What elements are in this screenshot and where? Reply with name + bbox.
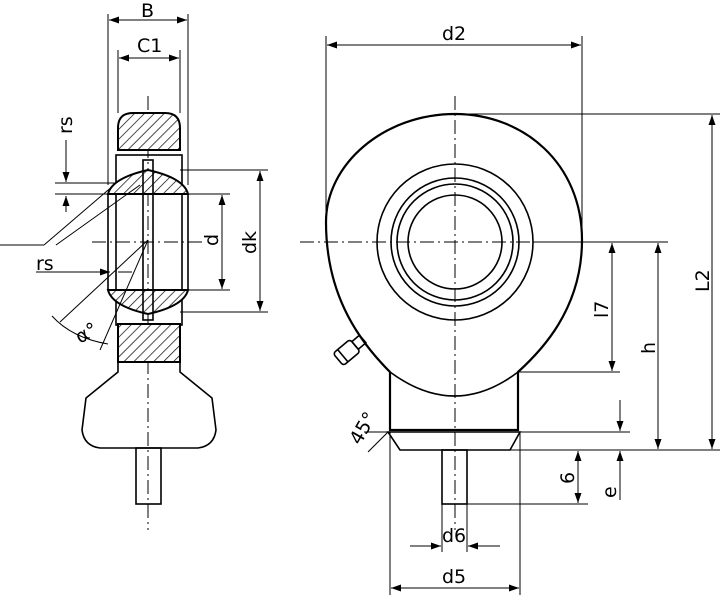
dimension-rs-top-label: rs [55, 116, 77, 134]
bore-circle [407, 194, 503, 290]
dimension-L2-label: L2 [692, 269, 714, 292]
housing-top-section [117, 112, 181, 151]
ring-circle-2 [390, 177, 520, 307]
ring-circle-3 [396, 183, 514, 301]
rod-front [441, 449, 468, 505]
dimension-e-label: e [599, 486, 621, 498]
dimension-d2-label: d2 [442, 23, 466, 45]
dimension-l7-label: l7 [591, 301, 613, 318]
inner-ring-top-section [106, 168, 190, 195]
lube-channel [142, 159, 154, 321]
chamfer-angle-label: 45° [345, 408, 381, 448]
tilt-angle-label: α° [72, 318, 102, 348]
housing-bottom-section [117, 323, 181, 363]
dimension-rs-left-label: rs [36, 253, 54, 275]
dimension-d6-label: d6 [442, 525, 466, 547]
dimension-h-label: h [638, 342, 660, 354]
front-view-dimensions: d2 L2 h l7 45° e 6 d6 d [325, 23, 720, 595]
rod-shank [135, 447, 162, 505]
housing-outline [324, 112, 584, 432]
housing-neck-arc [389, 371, 519, 397]
front-view [300, 96, 610, 530]
housing-body [81, 362, 217, 449]
tilt-angle-arc [51, 315, 109, 345]
dimension-d5-label: d5 [442, 566, 466, 588]
inner-ring-bottom-section [106, 289, 190, 316]
dimension-B-label: B [141, 0, 154, 22]
housing-base [386, 431, 522, 451]
side-view-dimensions: B C1 rs rs α° d dk [0, 0, 268, 351]
dimension-dk-label: dk [239, 231, 261, 254]
dimension-C1-label: C1 [137, 35, 162, 57]
dimension-d-label: d [201, 234, 223, 246]
side-section-view [81, 96, 217, 530]
grease-nipple-icon [333, 334, 368, 366]
dimension-6-label: 6 [557, 472, 579, 484]
